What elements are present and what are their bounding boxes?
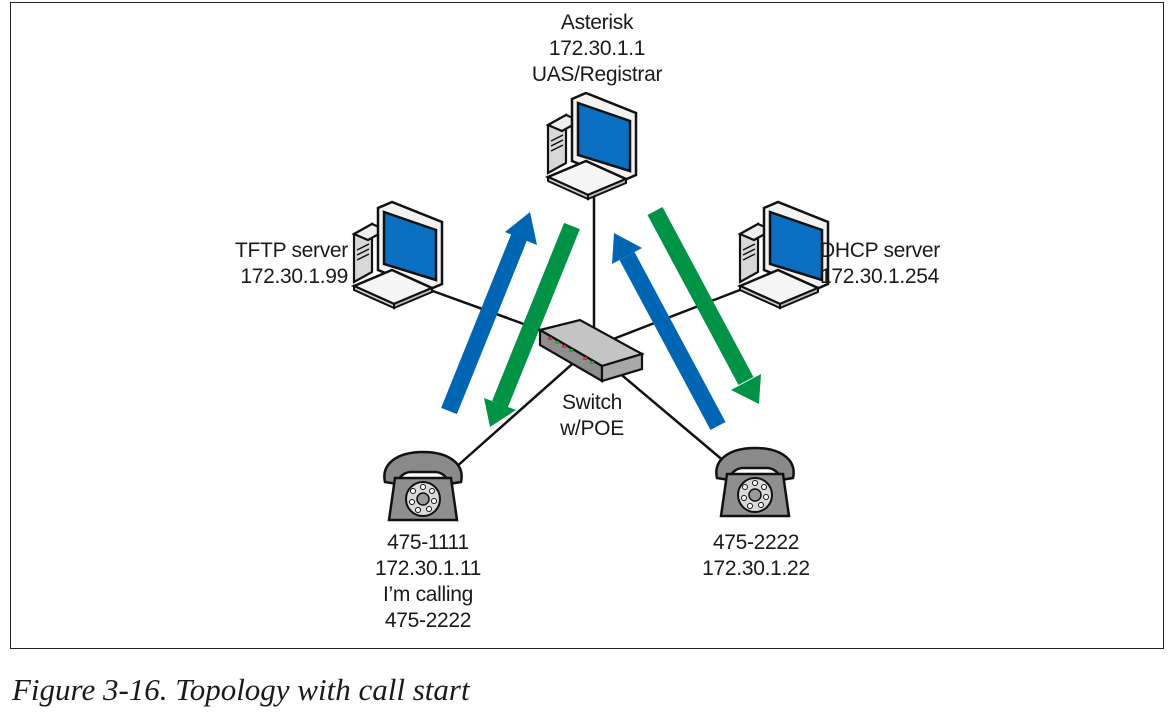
tftp-ip: 172.30.1.99	[240, 265, 348, 288]
phone-1111-telephone-icon	[383, 450, 463, 522]
figure-caption: Figure 3-16. Topology with call start	[12, 672, 470, 707]
network-switch-icon	[537, 318, 645, 383]
link-switch-phone-1111	[454, 349, 589, 469]
arrow-blue-left-up	[441, 212, 537, 415]
asterisk-name: Asterisk	[560, 11, 634, 34]
tftp-computer-icon	[352, 200, 444, 310]
label-phone-2222: 475-2222 172.30.1.22	[686, 530, 826, 582]
dhcp-computer-icon	[738, 200, 830, 310]
label-tftp: TFTP server 172.30.1.99	[230, 238, 348, 290]
label-phone-1111: 475-1111 172.30.1.11 I’m calling 475-222…	[358, 530, 498, 634]
phone-2222-number: 475-2222	[712, 531, 800, 554]
label-asterisk: Asterisk 172.30.1.1 UAS/Registrar	[522, 10, 672, 88]
asterisk-role: UAS/Registrar	[531, 63, 663, 86]
arrow-green-left-down	[484, 222, 580, 427]
phone-2222-telephone-icon	[715, 446, 795, 518]
tftp-name: TFTP server	[235, 239, 348, 262]
asterisk-computer-icon	[546, 91, 638, 201]
phone-2222-ip: 172.30.1.22	[702, 557, 810, 580]
label-dhcp: DHCP server 172.30.1.254	[820, 238, 960, 290]
arrow-blue-right-up	[612, 233, 726, 431]
asterisk-ip: 172.30.1.1	[548, 37, 646, 60]
dhcp-ip: 172.30.1.254	[820, 265, 940, 288]
phone-1111-number: 475-1111	[387, 531, 469, 554]
dhcp-name: DHCP server	[820, 239, 941, 262]
switch-name: Switch	[561, 391, 623, 414]
phone-1111-target: 475-2222	[384, 609, 472, 632]
phone-1111-status: I’m calling	[382, 583, 474, 606]
switch-desc: w/POE	[560, 417, 624, 440]
arrow-green-right-down	[647, 206, 761, 404]
flow-arrows	[441, 206, 761, 431]
phone-1111-ip: 172.30.1.11	[374, 557, 482, 580]
label-switch: Switch w/POE	[552, 390, 632, 442]
